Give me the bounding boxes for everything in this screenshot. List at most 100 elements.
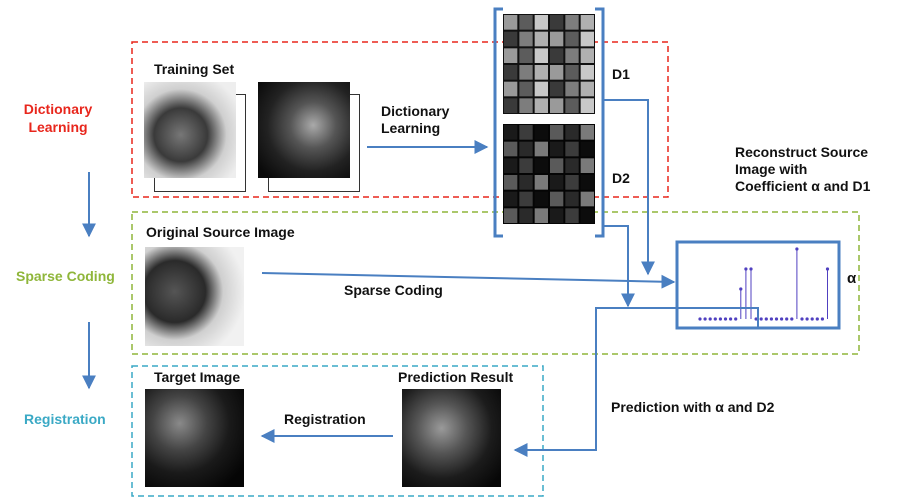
- registration-box: [131, 365, 544, 497]
- dictionary-atom: [504, 191, 518, 207]
- training-set-label: Training Set: [154, 61, 235, 77]
- dictionary-atom: [519, 98, 533, 113]
- coefficient-point: [785, 317, 789, 321]
- coefficient-point: [780, 317, 784, 321]
- coefficient-point: [734, 317, 738, 321]
- dictionary-atom: [565, 31, 579, 47]
- coefficient-point: [729, 317, 733, 321]
- dictionary-atom: [580, 81, 594, 97]
- dictionary-atom: [504, 15, 518, 30]
- dictionary-atom: [580, 191, 594, 207]
- dictionary-atom: [565, 98, 579, 113]
- dictionary-d1-grid: [503, 14, 595, 114]
- dictionary-atom: [504, 48, 518, 63]
- target-image-label: Target Image: [154, 369, 241, 385]
- dictionary-atom: [534, 191, 548, 207]
- dictionary-atom: [550, 81, 564, 97]
- dictionary-atom: [504, 31, 518, 47]
- dictionary-atom: [534, 98, 548, 113]
- dictionary-atom: [504, 125, 518, 140]
- dictionary-atom: [580, 65, 594, 80]
- dictionary-atom: [580, 31, 594, 47]
- coefficient-point: [749, 267, 753, 271]
- dictionary-atom: [565, 208, 579, 223]
- dictionary-d2-grid: [503, 124, 595, 224]
- dictionary-atom: [534, 125, 548, 140]
- dictionary-learning-step-label: Dictionary Learning: [381, 103, 450, 136]
- dictionary-atom: [534, 208, 548, 223]
- d2-label: D2: [612, 170, 630, 186]
- dictionary-atom: [550, 125, 564, 140]
- dictionary-atom: [519, 175, 533, 190]
- coefficient-point: [754, 317, 758, 321]
- coefficient-point: [713, 317, 717, 321]
- coefficient-point: [820, 317, 825, 321]
- dictionary-atom: [580, 125, 594, 140]
- coefficient-point: [774, 317, 779, 321]
- dictionary-atom: [565, 141, 579, 157]
- dictionary-atom: [580, 208, 594, 223]
- dictionary-atom: [519, 125, 533, 140]
- coefficient-point: [769, 317, 774, 321]
- dictionary-atom: [565, 81, 579, 97]
- dictionary-atom: [580, 98, 594, 113]
- dictionary-atom: [519, 158, 533, 173]
- dictionary-atom: [534, 175, 548, 190]
- dictionary-atom: [519, 191, 533, 207]
- dictionary-atom: [550, 48, 564, 63]
- dictionary-atom: [550, 158, 564, 173]
- dictionary-atom: [565, 15, 579, 30]
- coefficient-point: [744, 267, 748, 271]
- dictionary-atom: [519, 31, 533, 47]
- dictionary-atom: [565, 158, 579, 173]
- dictionary-atom: [534, 48, 548, 63]
- dictionary-atom: [534, 31, 548, 47]
- dictionary-atom: [504, 141, 518, 157]
- coefficient-point: [708, 317, 712, 321]
- coefficient-point: [810, 317, 814, 321]
- dictionary-atom: [565, 125, 579, 140]
- coefficient-point: [825, 267, 830, 271]
- dictionary-atom: [580, 141, 594, 157]
- coefficient-point: [718, 317, 723, 321]
- dictionary-atom: [534, 15, 548, 30]
- dictionary-atom: [550, 175, 564, 190]
- dictionary-atom: [550, 15, 564, 30]
- coefficient-point: [703, 317, 707, 321]
- stage-registration: Registration: [24, 411, 106, 427]
- dictionary-atom: [550, 191, 564, 207]
- dictionary-atom: [550, 98, 564, 113]
- coefficient-point: [723, 317, 728, 321]
- coefficient-point: [790, 317, 794, 321]
- dictionary-learning-box: [131, 41, 669, 198]
- original-source-label: Original Source Image: [146, 224, 295, 240]
- dictionary-atom: [534, 141, 548, 157]
- dictionary-atom: [565, 65, 579, 80]
- dictionary-atom: [550, 208, 564, 223]
- dictionary-atom: [519, 48, 533, 63]
- dictionary-atom: [580, 158, 594, 173]
- coefficient-point: [698, 317, 702, 321]
- coefficient-stems: [698, 247, 830, 321]
- d1-label: D1: [612, 66, 630, 82]
- coefficient-point: [739, 287, 743, 291]
- dictionary-atom: [519, 65, 533, 80]
- dictionary-atom: [534, 65, 548, 80]
- dictionary-atom: [580, 15, 594, 30]
- dictionary-atom: [504, 81, 518, 97]
- dictionary-atom: [580, 48, 594, 63]
- dictionary-atom: [580, 175, 594, 190]
- alpha-label: α: [847, 270, 857, 287]
- stage-sparse-coding: Sparse Coding: [16, 268, 115, 284]
- coefficient-point: [800, 317, 804, 321]
- coefficient-point: [795, 247, 799, 251]
- dictionary-atom: [519, 208, 533, 223]
- coefficient-point: [759, 317, 763, 321]
- dictionary-atom: [519, 141, 533, 157]
- dictionary-atom: [565, 48, 579, 63]
- target-image: [145, 389, 244, 487]
- dictionary-atom: [565, 175, 579, 190]
- dictionary-atom: [565, 191, 579, 207]
- coefficient-point: [764, 317, 768, 321]
